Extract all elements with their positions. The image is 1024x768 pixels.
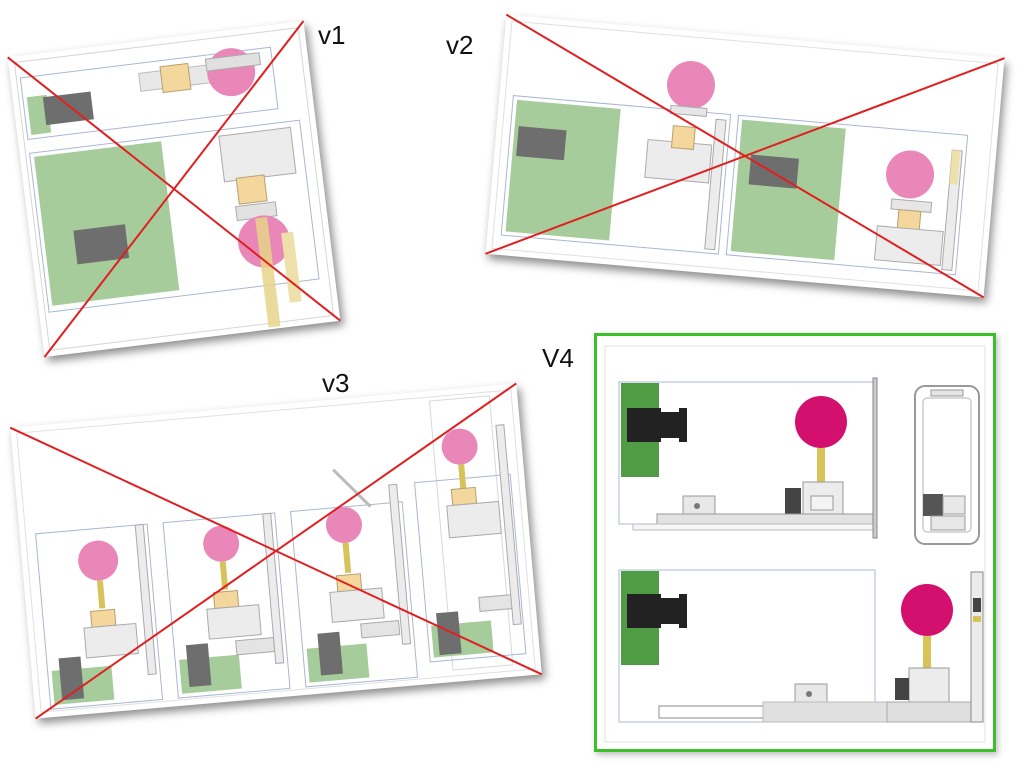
v3-layout-drawing [9, 382, 543, 720]
pcb-board [505, 99, 621, 241]
knob-icon [203, 525, 240, 562]
camera-icon [516, 126, 567, 161]
knob-icon [666, 61, 715, 110]
knob-icon [795, 396, 847, 448]
shaft [817, 448, 825, 482]
version-card-v2 [485, 13, 1005, 299]
knob-icon [901, 584, 953, 636]
knob-icon [325, 506, 362, 543]
knob-icon [78, 540, 119, 581]
reject-cross-line [43, 20, 305, 358]
reject-cross-line [35, 382, 517, 720]
camera-icon [185, 643, 212, 688]
reject-cross-line [485, 57, 1005, 255]
version-card-v4-selected [594, 333, 996, 752]
knob-icon [886, 150, 935, 199]
version-label-v3: v3 [322, 368, 350, 398]
version-label-v2: v2 [446, 30, 474, 60]
v1-layout-drawing [7, 20, 341, 358]
shaft [255, 216, 281, 328]
camera-icon [73, 224, 130, 265]
camera-icon [627, 594, 661, 628]
v4-layout-drawing [604, 345, 986, 743]
version-card-v3 [9, 382, 543, 720]
shaft [923, 636, 931, 668]
camera-icon [317, 631, 343, 676]
camera-icon [627, 408, 661, 442]
pcb-board [730, 119, 846, 261]
v2-layout-drawing [485, 13, 1005, 299]
camera-icon [436, 611, 462, 656]
version-card-v1 [7, 20, 341, 358]
version-label-v1: v1 [318, 20, 346, 50]
pcb-board [34, 141, 180, 306]
knob-icon [441, 428, 478, 465]
frame-outline [618, 569, 876, 723]
version-label-v4: V4 [542, 343, 574, 373]
